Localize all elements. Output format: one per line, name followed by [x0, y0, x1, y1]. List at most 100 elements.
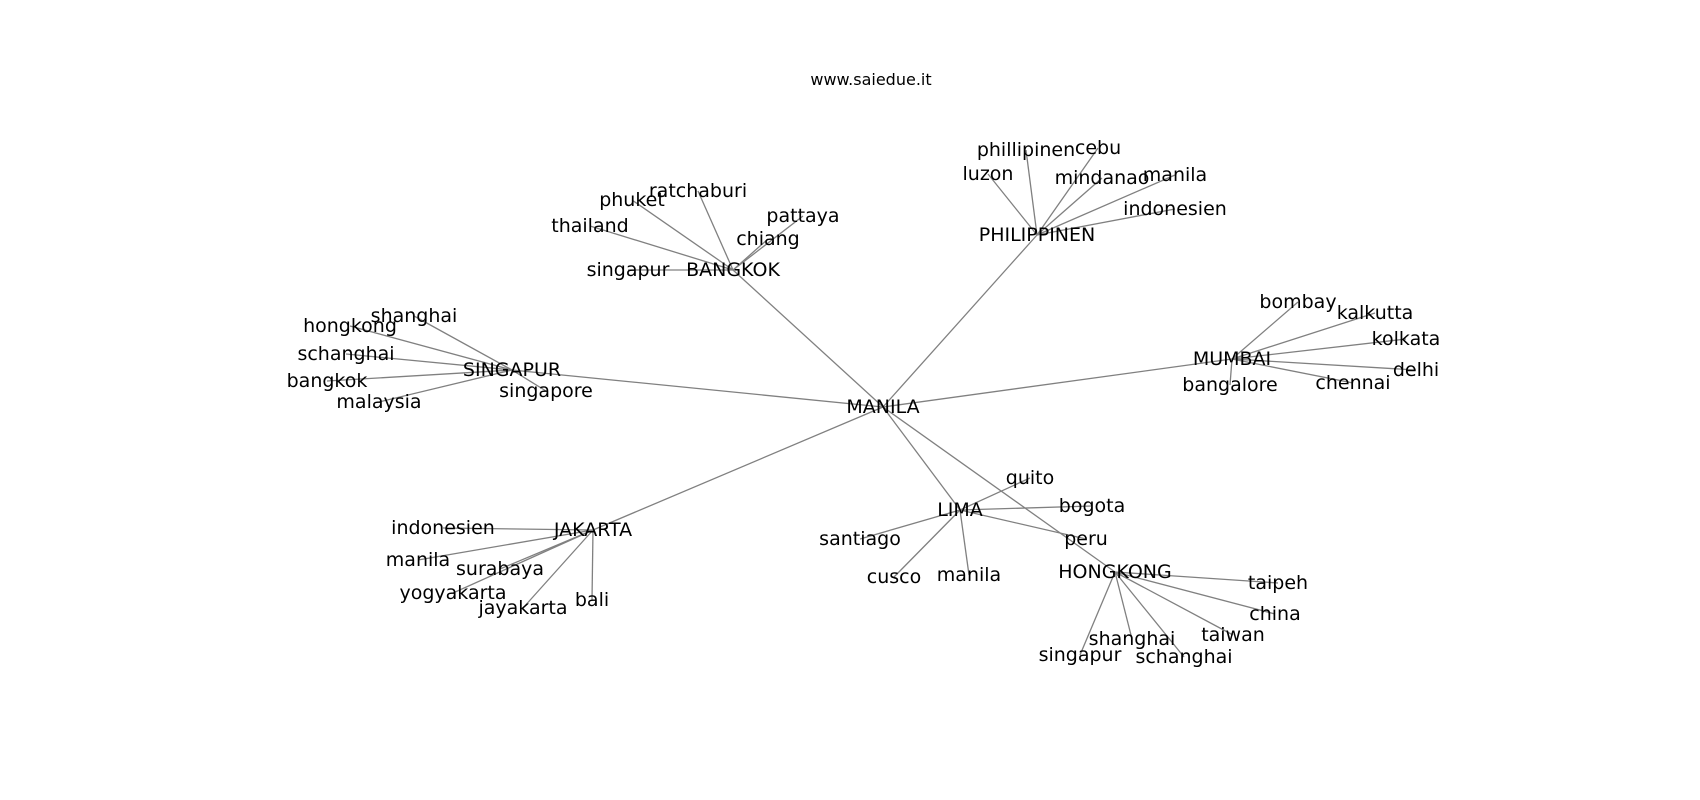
edge-singapur-shanghai [413, 315, 513, 371]
node-leaf-philippinen-mindanao: mindanao [1055, 167, 1150, 189]
edge-lima-cusco [893, 509, 961, 578]
edge-mumbai-kalkutta [1231, 312, 1376, 360]
node-leaf-mumbai-delhi: delhi [1393, 359, 1439, 381]
node-leaf-singapur-hongkong: hongkong [303, 315, 397, 337]
node-hub-jakarta: JAKARTA [553, 519, 632, 541]
edge-mumbai-bangalore [1229, 358, 1233, 386]
edge-bangkok-ratchaburi [697, 190, 734, 271]
diagram-title: www.saiedue.it [810, 70, 932, 89]
node-hub-singapur: SINGAPUR [463, 359, 561, 381]
node-leaf-mumbai-bangalore: bangalore [1182, 374, 1277, 396]
node-leaf-mumbai-kalkutta: kalkutta [1337, 302, 1414, 324]
node-leaf-singapur-malaysia: malaysia [336, 391, 421, 413]
node-hub-mumbai: MUMBAI [1193, 348, 1271, 370]
edge-jakarta-indonesien [442, 527, 594, 531]
node-leaf-lima-cusco: cusco [867, 566, 921, 588]
node-hub-hongkong: HONGKONG [1058, 561, 1172, 583]
edge-root-lima [882, 406, 961, 511]
edge-singapur-singapore [511, 369, 547, 392]
edge-philippinen-luzon [987, 173, 1038, 236]
edge-lima-peru [959, 509, 1087, 540]
edge-philippinen-mindanao [1036, 177, 1103, 236]
edge-jakarta-jayakarta [522, 529, 594, 609]
node-leaf-bangkok-thailand: thailand [551, 215, 628, 237]
node-leaf-jakarta-manila: manila [386, 549, 450, 571]
node-leaf-hongkong-taipeh: taipeh [1248, 572, 1308, 594]
edge-singapur-hongkong [349, 325, 513, 371]
node-leaf-bangkok-ratchaburi: ratchaburi [649, 180, 747, 202]
node-leaf-mumbai-bombay: bombay [1259, 291, 1336, 313]
node-leaf-jakarta-yogyakarta: yogyakarta [399, 582, 506, 604]
edge-root-jakarta [592, 406, 884, 531]
node-hub-bangkok: BANGKOK [686, 259, 780, 281]
edge-mumbai-kolkata [1231, 338, 1407, 360]
node-leaf-singapur-schanghai: schanghai [297, 343, 394, 365]
edge-hongkong-shanghai [1114, 571, 1133, 640]
edge-root-hongkong [882, 406, 1116, 573]
node-leaf-hongkong-china: china [1249, 603, 1300, 625]
edge-lima-manila [959, 509, 970, 576]
node-leaf-lima-peru: peru [1064, 528, 1108, 550]
node-leaf-jakarta-jayakarta: jayakarta [477, 597, 567, 619]
edge-hongkong-taiwan [1114, 571, 1234, 636]
node-leaf-philippinen-luzon: luzon [963, 163, 1014, 185]
edge-philippinen-phillipinen [1025, 149, 1038, 236]
node-layer: MANILA BANGKOK singapur thailand phuketratch… [287, 137, 1441, 668]
edge-jakarta-manila [417, 529, 594, 561]
edge-root-singapur [511, 369, 884, 408]
node-leaf-philippinen-phillipinen: phillipinen [977, 139, 1075, 161]
edge-hongkong-singapur [1079, 571, 1116, 656]
edge-philippinen-manila [1036, 174, 1176, 236]
edge-jakarta-yogyakarta [452, 529, 594, 594]
node-leaf-mumbai-kolkata: kolkata [1372, 328, 1441, 350]
node-leaf-lima-manila: manila [937, 564, 1001, 586]
node-leaf-jakarta-indonesien: indonesien [391, 517, 495, 539]
node-leaf-hongkong-schanghai: schanghai [1135, 646, 1232, 668]
node-leaf-bangkok-phuket: phuket [599, 189, 665, 211]
edge-jakarta-bali [591, 529, 594, 601]
edge-root-philippinen [882, 234, 1038, 408]
edge-lima-quito [959, 477, 1031, 511]
node-leaf-bangkok-chiang: chiang [736, 228, 800, 250]
node-leaf-lima-bogota: bogota [1059, 495, 1125, 517]
node-leaf-singapur-shanghai: shanghai [371, 305, 458, 327]
node-hub-lima: LIMA [937, 499, 983, 521]
node-leaf-hongkong-taiwan: taiwan [1201, 624, 1265, 646]
edge-bangkok-pattaya [732, 215, 804, 271]
node-leaf-bangkok-singapur: singapur [587, 259, 670, 281]
node-hub-philippinen: PHILIPPINEN [979, 224, 1096, 246]
edge-philippinen-cebu [1036, 147, 1099, 236]
node-leaf-philippinen-indonesien: indonesien [1123, 198, 1227, 220]
edge-hongkong-schanghai [1114, 571, 1185, 658]
edge-root-bangkok [732, 269, 884, 408]
edge-hongkong-taipeh [1114, 571, 1279, 584]
edge-philippinen-indonesien [1036, 208, 1176, 236]
node-root: MANILA [846, 396, 919, 418]
node-leaf-philippinen-cebu: cebu [1075, 137, 1121, 159]
node-leaf-hongkong-singapur: singapur [1039, 644, 1122, 666]
edge-singapur-malaysia [378, 369, 513, 403]
node-leaf-lima-quito: quito [1006, 467, 1054, 489]
edge-mumbai-bombay [1231, 301, 1299, 360]
edge-mumbai-delhi [1231, 358, 1417, 371]
edge-singapur-schanghai [345, 353, 513, 371]
edge-root-mumbai [882, 358, 1233, 408]
edge-lima-santiago [859, 509, 961, 540]
edge-bangkok-phuket [631, 199, 734, 271]
node-leaf-mumbai-chennai: chennai [1315, 372, 1390, 394]
node-leaf-jakarta-surabaya: surabaya [456, 558, 544, 580]
node-leaf-lima-santiago: santiago [819, 528, 901, 550]
edge-hongkong-china [1114, 571, 1276, 615]
node-leaf-hongkong-shanghai: shanghai [1089, 628, 1176, 650]
edge-layer [326, 147, 1417, 658]
node-leaf-jakarta-bali: bali [575, 589, 609, 611]
node-leaf-bangkok-pattaya: pattaya [766, 205, 839, 227]
node-leaf-singapur-singapore: singapore [499, 380, 593, 402]
edge-mumbai-chennai [1231, 358, 1354, 384]
edge-bangkok-thailand [589, 225, 734, 271]
node-leaf-philippinen-manila: manila [1143, 164, 1207, 186]
edge-singapur-bangkok [326, 369, 513, 382]
node-leaf-singapur-bangkok: bangkok [287, 370, 368, 392]
